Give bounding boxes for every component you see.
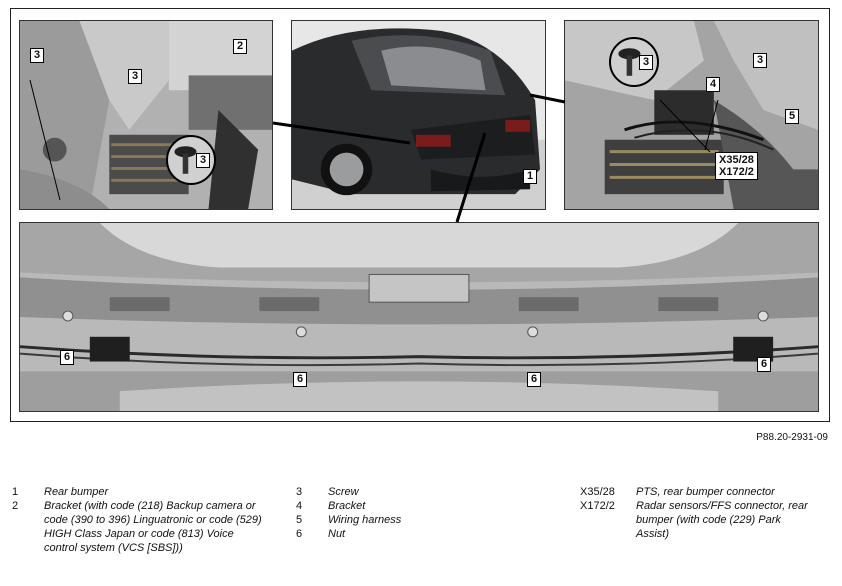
legend-item: 5 Wiring harness <box>296 513 401 527</box>
legend-number: 6 <box>296 528 303 540</box>
legend-column-1: 1 Rear bumper 2 Bracket (with code (218)… <box>12 485 262 555</box>
callout-2: 2 <box>233 39 248 54</box>
legend-text: Wiring harness <box>328 514 402 526</box>
callout-5: 5 <box>785 109 800 124</box>
callout-3c: 3 <box>196 153 211 168</box>
legend-item: X172/2 Radar sensors/FFS connector, rear… <box>580 499 816 541</box>
legend-number: 2 <box>12 500 19 512</box>
legend-text: PTS, rear bumper connector <box>636 486 775 498</box>
screw-icon <box>174 146 197 174</box>
legend-number: 4 <box>296 500 303 512</box>
legend-text: Bracket (with code (218) Backup camera o… <box>44 500 262 554</box>
callout-x172: X172/2 <box>719 166 754 178</box>
figure-reference-code: P88.20-2931-09 <box>756 432 828 443</box>
legend-text: Screw <box>328 486 359 498</box>
screw-detail-left: 3 <box>166 135 216 185</box>
legend-item: 2 Bracket (with code (218) Backup camera… <box>12 499 262 555</box>
legend-column-3: X35/28 PTS, rear bumper connector X172/2… <box>580 485 816 541</box>
legend-number: 5 <box>296 514 303 526</box>
legend-item: 6 Nut <box>296 527 401 541</box>
legend-number: 1 <box>12 486 19 498</box>
screw-icon-right <box>618 48 641 76</box>
photo-top-right-drawing <box>565 21 818 209</box>
callout-6b: 6 <box>293 372 308 387</box>
legend-item: X35/28 PTS, rear bumper connector <box>580 485 816 499</box>
photo-top-left-drawing <box>20 21 272 209</box>
callout-1: 1 <box>523 169 538 184</box>
callout-3d: 3 <box>639 55 654 70</box>
legend-number: X35/28 <box>580 486 615 498</box>
screw-detail-right: 3 <box>609 37 659 87</box>
photo-top-right: 3 3 4 5 X35/28 X172/2 <box>564 20 819 210</box>
bumper-drawing <box>20 223 818 411</box>
callout-6d: 6 <box>757 357 772 372</box>
photo-car-rear: 1 <box>291 20 546 210</box>
callout-3e: 3 <box>753 53 768 68</box>
car-drawing <box>292 21 545 209</box>
legend-text: Nut <box>328 528 346 540</box>
legend-item: 1 Rear bumper <box>12 485 262 499</box>
callout-6a: 6 <box>60 350 75 365</box>
legend-text: Bracket <box>328 500 366 512</box>
legend-column-2: 3 Screw 4 Bracket 5 Wiring harness 6 Nut <box>296 485 401 541</box>
callout-4: 4 <box>706 77 721 92</box>
photo-top-left: 3 3 2 3 <box>19 20 273 210</box>
legend-text: Rear bumper <box>44 486 109 498</box>
legend-text: Radar sensors/FFS connector, rear bumper… <box>636 500 808 540</box>
callout-6c: 6 <box>527 372 542 387</box>
callout-3b: 3 <box>128 69 143 84</box>
legend-item: 4 Bracket <box>296 499 401 513</box>
legend-number: X172/2 <box>580 500 615 512</box>
callout-x35-x172: X35/28 X172/2 <box>715 152 758 180</box>
photo-bumper-underside: 6 6 6 6 <box>19 222 819 412</box>
legend-number: 3 <box>296 486 303 498</box>
legend-item: 3 Screw <box>296 485 401 499</box>
callout-x35: X35/28 <box>719 154 754 166</box>
callout-3a: 3 <box>30 48 45 63</box>
